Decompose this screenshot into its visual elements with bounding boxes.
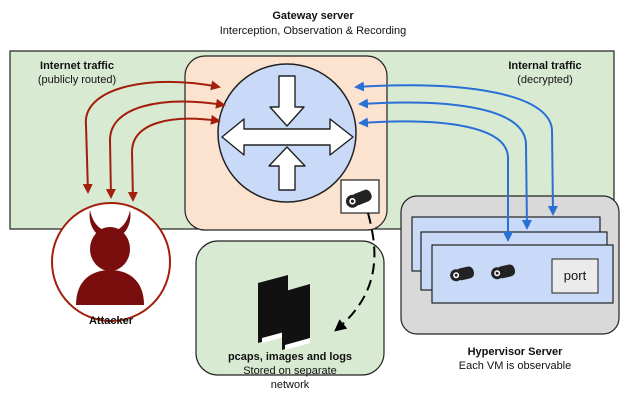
internet-arrow <box>127 114 221 202</box>
camera-icon <box>450 266 475 282</box>
recording-arrow <box>334 212 376 332</box>
port-label: port <box>563 268 587 283</box>
internet-traffic-subtitle: (publicly routed) <box>37 74 117 86</box>
attacker <box>51 202 171 322</box>
router-icon <box>217 63 357 203</box>
storage-line1: Stored on separate <box>243 365 337 377</box>
gateway-subtitle-text: Interception, Observation & Recording <box>219 25 407 37</box>
books-icon <box>258 275 310 350</box>
hypervisor-title: Hypervisor Server <box>467 346 563 358</box>
gateway-title: Gateway server <box>0 10 626 23</box>
internal-traffic-arrows <box>354 81 558 242</box>
internet-arrow <box>82 80 221 194</box>
internal-traffic-subtitle: (decrypted) <box>517 74 573 86</box>
internal-arrow <box>358 117 513 242</box>
internet-traffic-arrows <box>82 80 226 202</box>
hypervisor-server <box>400 195 620 335</box>
storage-line2: network <box>270 379 310 391</box>
internal-arrow <box>354 81 558 216</box>
internal-arrow <box>358 98 532 230</box>
internal-traffic-title: Internal traffic <box>508 60 582 72</box>
internet-arrow <box>105 98 226 199</box>
camera-icon <box>491 264 516 280</box>
internet-traffic-title: Internet traffic <box>40 60 114 72</box>
port-box <box>551 258 599 294</box>
gateway-subtitle: Interception, Observation & Recording <box>0 25 626 38</box>
gateway-camera <box>340 179 380 214</box>
attacker-label: Attacker <box>88 315 134 327</box>
gateway-title-text: Gateway server <box>272 10 354 22</box>
storage-title: pcaps, images and logs <box>227 351 353 363</box>
devil-icon <box>76 210 144 305</box>
hypervisor-subtitle: Each VM is observable <box>458 360 572 372</box>
